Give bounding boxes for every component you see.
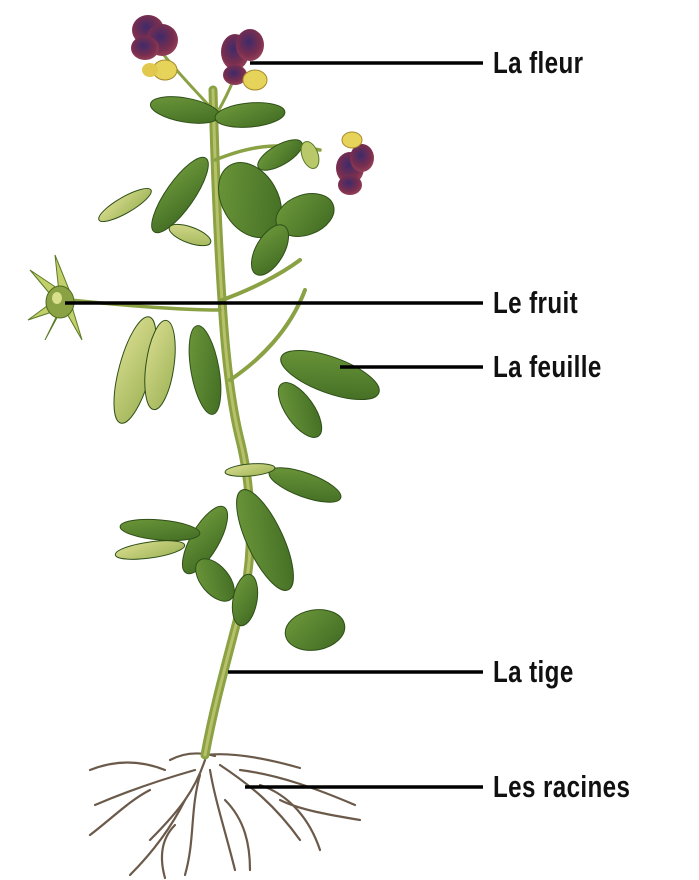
label-flower: La fleur [493, 47, 583, 78]
leader-lines [65, 63, 483, 787]
roots-illustration [90, 753, 360, 878]
label-leaf: La feuille [493, 351, 602, 382]
label-stem: La tige [493, 656, 574, 687]
label-roots: Les racines [493, 771, 630, 802]
label-fruit: Le fruit [493, 287, 578, 318]
fruit-illustration [28, 255, 82, 340]
